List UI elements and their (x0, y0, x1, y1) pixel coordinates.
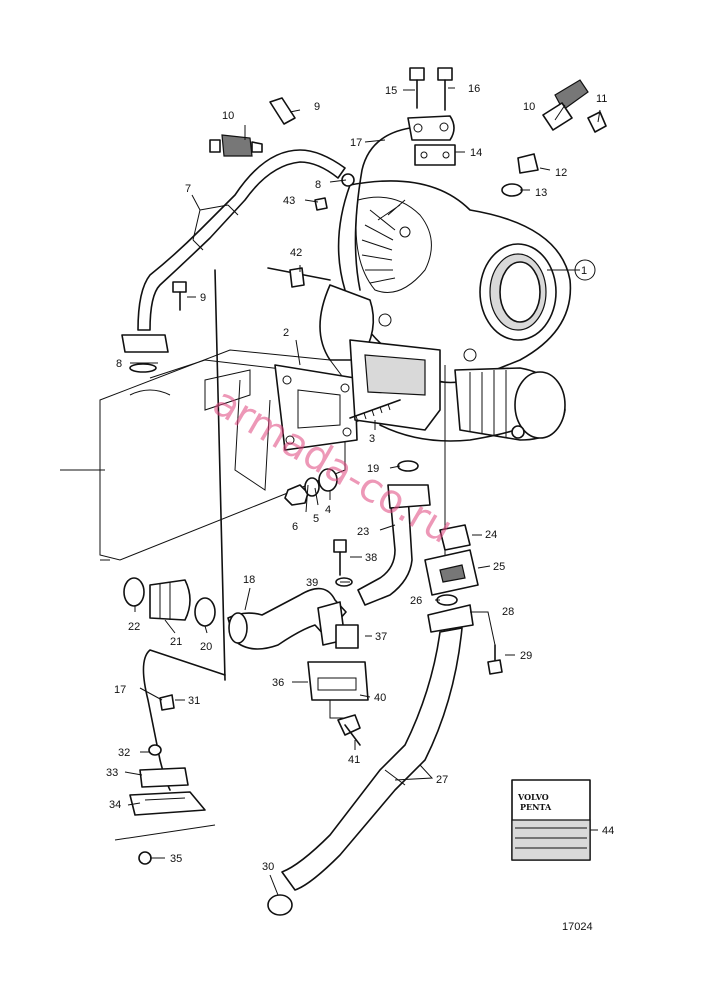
fittings-20-21-22 (123, 577, 216, 627)
leader-lines (124, 87, 601, 896)
callout-34: 34 (109, 799, 121, 811)
callout-16: 16 (468, 83, 480, 95)
callout-27: 27 (436, 774, 448, 786)
callout-5: 5 (313, 513, 319, 525)
callout-9-mid: 9 (200, 292, 206, 304)
callout-42: 42 (290, 247, 302, 259)
callout-38: 38 (365, 552, 377, 564)
stud-3 (349, 399, 401, 419)
turbocharger (319, 180, 572, 442)
callout-44: 44 (602, 825, 614, 837)
callout-12: 12 (555, 167, 567, 179)
gasket-clamp-24-25 (424, 524, 479, 633)
gasket-14 (414, 144, 456, 166)
callout-36: 36 (272, 677, 284, 689)
callout-9-upper: 9 (314, 101, 320, 113)
clamp-30 (267, 894, 293, 916)
callout-23: 23 (357, 526, 369, 538)
bolt-29 (487, 659, 503, 675)
callout-29: 29 (520, 650, 532, 662)
callout-4: 4 (325, 504, 331, 516)
callout-19: 19 (367, 463, 379, 475)
callout-41: 41 (348, 754, 360, 766)
callout-15: 15 (385, 85, 397, 97)
bracket-36 (307, 624, 369, 746)
callout-31: 31 (188, 695, 200, 707)
callout-39: 39 (306, 577, 318, 589)
callout-26: 26 (410, 595, 422, 607)
oil-feed-flange (407, 115, 455, 141)
union-10-left (209, 97, 296, 157)
callout-1: 1 (581, 265, 587, 277)
callout-2: 2 (283, 327, 289, 339)
callout-13: 13 (535, 187, 547, 199)
callout-10-left: 10 (222, 110, 234, 122)
book-brand-volvo: VOLVO (517, 792, 549, 802)
bolt-38 (333, 539, 347, 553)
callout-20: 20 (200, 641, 212, 653)
pipe-7-upper (137, 149, 346, 331)
callout-8-lower: 8 (116, 358, 122, 370)
callout-11: 11 (596, 93, 607, 105)
hose-27 (281, 627, 463, 891)
drain-pipe-18 (227, 587, 347, 650)
drawing-number: 17024 (562, 921, 593, 933)
oil-feed-pipe-upper (354, 124, 441, 291)
callout-33: 33 (106, 767, 118, 779)
callout-labels: 1 2 3 4 5 6 7 8 8 9 9 10 10 11 12 13 14 … (106, 83, 614, 873)
callout-24: 24 (485, 529, 497, 541)
callout-25: 25 (493, 561, 505, 573)
callout-18: 18 (243, 574, 255, 586)
callout-6: 6 (292, 521, 298, 533)
callout-1-circle (574, 259, 596, 281)
bolt-9-mid (172, 281, 187, 293)
book-brand-penta: PENTA (520, 802, 552, 812)
callout-43: 43 (283, 195, 295, 207)
callout-32: 32 (118, 747, 130, 759)
callout-22: 22 (128, 621, 140, 633)
callout-14: 14 (470, 147, 482, 159)
bolts-top (409, 67, 453, 111)
callout-21: 21 (170, 636, 182, 648)
callout-7: 7 (185, 183, 191, 195)
callout-8-upper: 8 (315, 179, 321, 191)
manifold-gasket (274, 364, 358, 451)
callout-17-upper: 17 (350, 137, 362, 149)
callout-30: 30 (262, 861, 274, 873)
callout-17-lower: 17 (114, 684, 126, 696)
callout-3: 3 (369, 433, 375, 445)
bracket-33-34 (114, 694, 216, 865)
callout-40: 40 (374, 692, 386, 704)
bolt-43 (314, 197, 328, 211)
oil-return-pipe (357, 494, 413, 606)
callout-37: 37 (375, 631, 387, 643)
union-right (501, 79, 607, 197)
callout-28: 28 (502, 606, 514, 618)
callout-35: 35 (170, 853, 182, 865)
callout-10-right: 10 (523, 101, 535, 113)
manual-book-44: VOLVO PENTA (511, 779, 591, 861)
